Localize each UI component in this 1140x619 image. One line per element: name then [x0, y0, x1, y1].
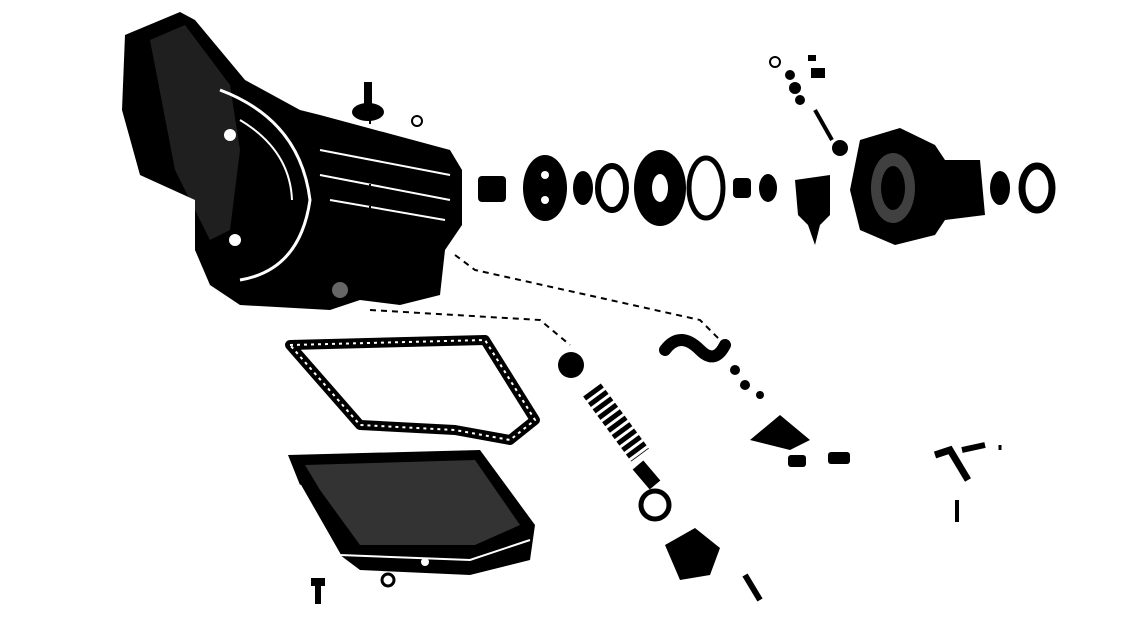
- leader-line-valve: [369, 309, 571, 346]
- speedometer-parts: [769, 55, 848, 156]
- leader-line-linkage: [454, 254, 721, 341]
- oil-pan: [288, 450, 535, 575]
- dipstick-plug: [352, 82, 423, 127]
- oil-pan-gasket: [285, 335, 540, 445]
- extension-housing: [850, 128, 985, 245]
- drain-plug-and-washer: [311, 572, 396, 604]
- valve-assembly: [558, 352, 763, 602]
- seals-and-bearings: [478, 150, 830, 245]
- linkage: [659, 334, 850, 467]
- rear-seals: [990, 162, 1056, 214]
- transmission-case: [122, 12, 462, 310]
- leader-lines: [369, 118, 721, 346]
- lever-parts: [933, 442, 1002, 522]
